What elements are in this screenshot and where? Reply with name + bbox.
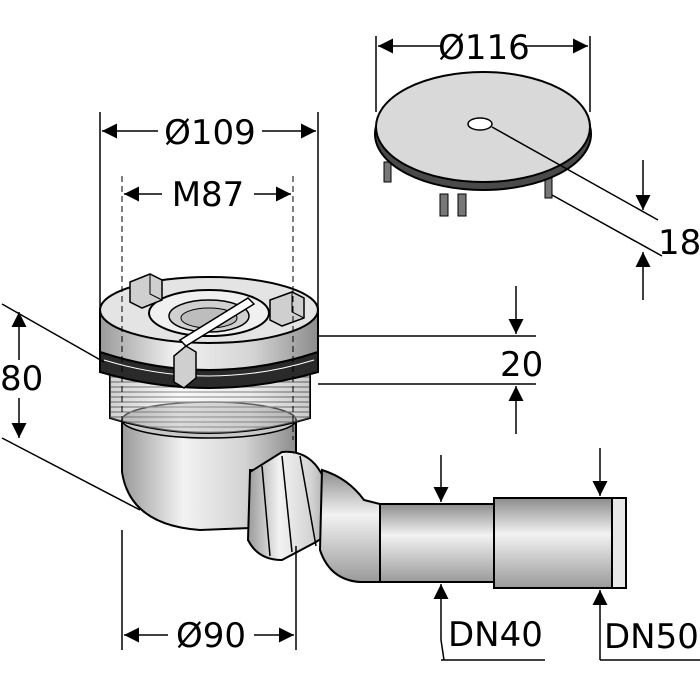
body-height-label: 80 [0,359,43,399]
dim-body-height: 80 [0,303,141,511]
clip-left [129,273,163,309]
drain-body [99,273,319,532]
cover-plate [374,71,592,217]
dim-cover-height: 18 [491,126,700,300]
dim-body-diameter: Ø90 [121,530,297,656]
dim-thread-size: M87 [121,175,294,440]
thread-size-label: M87 [172,175,245,215]
outlet-dn40-label: DN40 [448,615,543,655]
flange-thickness-label: 20 [500,345,543,385]
outlet-pipe [246,450,627,589]
body-diameter-label: Ø90 [176,616,246,656]
dim-outlet-dn50: DN50 [592,448,700,661]
clip-front [173,345,197,389]
cover-diameter-label: Ø116 [438,28,530,68]
dim-outlet-dn40: DN40 [433,455,545,661]
dim-flange-thickness: 20 [318,286,543,434]
cover-height-label: 18 [658,223,700,263]
clip-right [269,291,305,327]
dim-flange-diameter: Ø109 [99,112,319,310]
flange-diameter-label: Ø109 [164,113,256,153]
dim-cover-diameter: Ø116 [375,28,591,112]
outlet-dn50-label: DN50 [604,617,699,657]
